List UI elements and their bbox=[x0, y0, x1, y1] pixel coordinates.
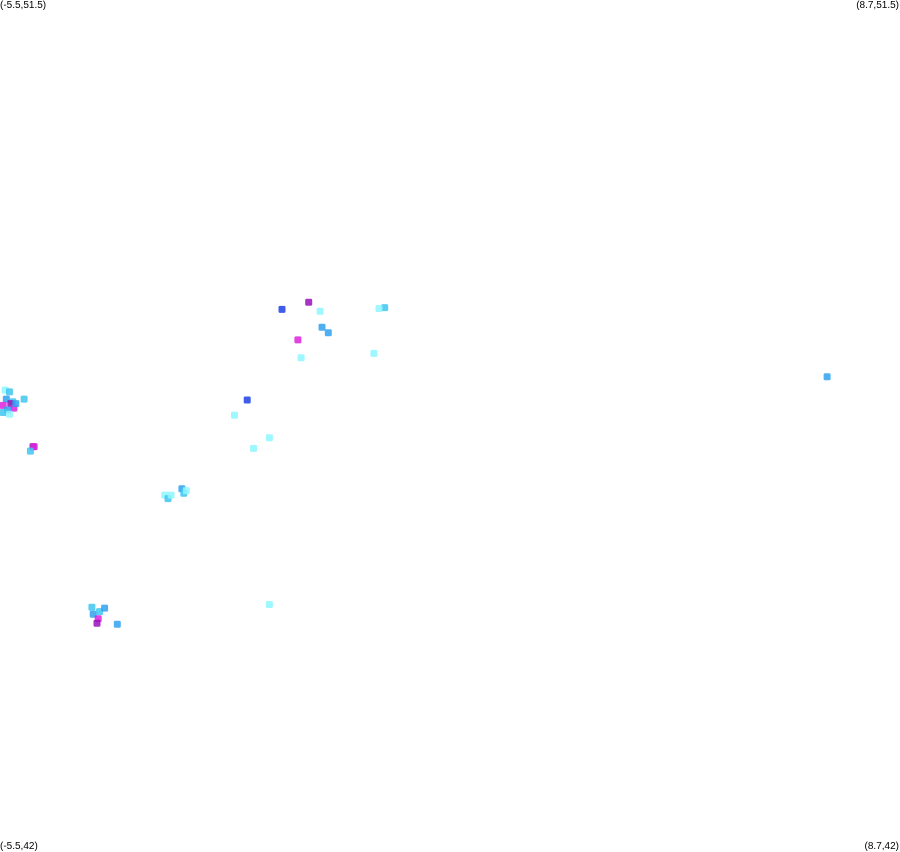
map-point bbox=[278, 305, 286, 313]
corner-label-top-left: (-5.5,51.5) bbox=[0, 0, 47, 11]
map-point bbox=[250, 444, 257, 452]
map-point bbox=[375, 305, 383, 312]
map-point bbox=[113, 620, 121, 628]
map-point bbox=[305, 298, 313, 306]
map-point bbox=[6, 388, 13, 396]
map-point bbox=[182, 487, 190, 495]
corner-label-top-right: (8.7,51.5) bbox=[856, 0, 899, 11]
map-point bbox=[243, 396, 251, 404]
corner-label-bottom-left: (-5.5,42) bbox=[0, 841, 38, 852]
corner-label-bottom-right: (8.7,42) bbox=[864, 841, 899, 852]
map-point bbox=[316, 307, 324, 315]
map-point bbox=[381, 304, 389, 312]
map-point bbox=[318, 323, 326, 331]
map-point bbox=[88, 603, 96, 611]
map-point bbox=[6, 410, 13, 418]
map-point bbox=[20, 395, 28, 403]
map-point bbox=[297, 354, 305, 362]
map-point bbox=[370, 349, 378, 357]
map-point bbox=[324, 329, 332, 337]
map-point bbox=[265, 434, 273, 442]
map-point bbox=[265, 601, 273, 608]
map-point bbox=[823, 373, 831, 381]
points-layer bbox=[0, 298, 831, 628]
map-point bbox=[294, 336, 302, 344]
map-point bbox=[101, 604, 109, 612]
map-point bbox=[0, 409, 7, 416]
map-point bbox=[231, 411, 238, 419]
map-point bbox=[167, 491, 175, 499]
map-point bbox=[93, 619, 101, 627]
map-point bbox=[26, 447, 34, 455]
map-point bbox=[12, 400, 20, 408]
